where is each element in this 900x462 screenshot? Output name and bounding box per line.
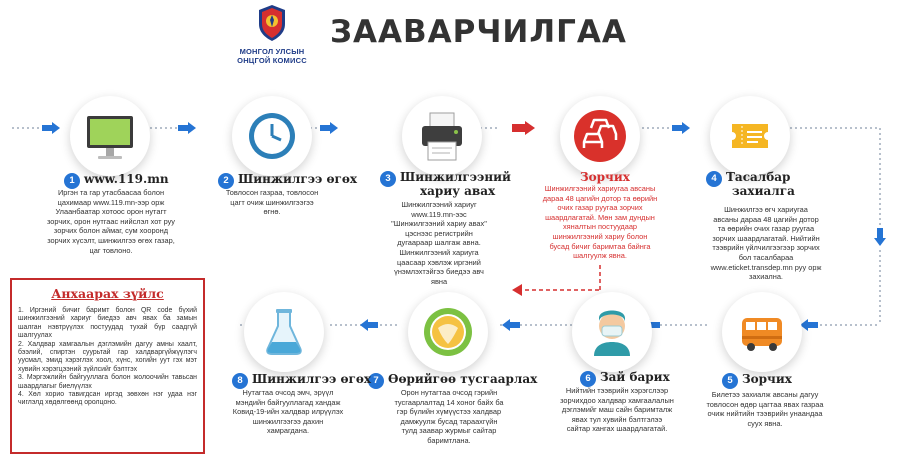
step-6-head: 6 Зай барих <box>580 370 670 387</box>
travel-head: Зорчих <box>580 170 630 184</box>
emblem-icon <box>259 5 285 41</box>
printer-icon <box>422 112 462 161</box>
attention-box: Анхаарах зүйлс 1. Иргэний бичиг баримт б… <box>10 278 205 454</box>
step-2-head: 2 Шинжилгээ өгөх <box>218 172 357 189</box>
arrow-left-icon <box>360 319 378 331</box>
clock-icon <box>249 113 295 159</box>
ticket-icon <box>732 124 768 148</box>
step-1-number: 1 <box>64 173 80 189</box>
step-3-number: 3 <box>380 171 396 187</box>
step-3-title: Шинжилгээний <box>400 170 511 184</box>
step-4-title: Тасалбар <box>726 170 791 184</box>
arrow-right-icon <box>178 122 196 134</box>
step-7-circle <box>408 292 488 372</box>
attention-title: Анхаарах зүйлс <box>51 286 164 301</box>
step-7-title: Өөрийгөө тусгаарлах <box>388 372 538 386</box>
step-4-head: 4 Тасалбар захиалга <box>706 170 795 198</box>
attention-item-2: 2. Халдвар хамгаалын дэглэмийн дагуу амн… <box>18 340 197 373</box>
logo-line-2: ОНЦГОЙ КОМИСС <box>237 56 307 65</box>
globe-icon <box>424 308 472 356</box>
travel-circle <box>560 96 640 176</box>
logo-line-1: МОНГОЛ УЛСЫН <box>239 47 305 56</box>
step-3-head: 3 Шинжилгээний хариу авах <box>380 170 511 198</box>
step-8-title: Шинжилгээ өгөх <box>252 372 372 386</box>
arrow-left-icon <box>502 319 520 331</box>
step-4-circle <box>710 96 790 176</box>
arrow-right-icon <box>672 122 690 134</box>
logo: МОНГОЛ УЛСЫН ОНЦГОЙ КОМИСС <box>224 4 320 65</box>
step-8-circle <box>244 292 324 372</box>
step-5-number: 5 <box>722 373 738 389</box>
monitor-icon <box>87 116 133 159</box>
attention-item-4: 4. Хөл хорио тавигдсан иргэд зөвхөн нэг … <box>18 391 197 407</box>
flask-icon <box>266 309 302 355</box>
step-5-title: Зорчих <box>742 372 792 386</box>
step-4-title-2: захиалга <box>732 184 795 198</box>
travel-title: Зорчих <box>580 170 630 184</box>
mask-icon <box>594 310 630 356</box>
attention-item-1: 1. Иргэний бичиг баримт болон QR code бү… <box>18 307 197 340</box>
step-8-number: 8 <box>232 373 248 389</box>
arrow-left-icon <box>800 319 818 331</box>
step-7-head: 7 Өөрийгөө тусгаарлах <box>368 372 537 389</box>
step-5-head: 5 Зорчих <box>722 372 792 389</box>
arrow-left-red-icon <box>512 284 522 296</box>
arrow-right-icon <box>320 122 338 134</box>
arrow-right-icon <box>42 122 60 134</box>
step-6-title: Зай барих <box>600 370 670 384</box>
page-title: ЗААВАРЧИЛГАА <box>330 14 627 50</box>
step-2-circle <box>232 96 312 176</box>
step-3-title-2: хариу авах <box>420 184 496 198</box>
step-6-circle <box>572 292 652 372</box>
step-1-title: www.119.mn <box>84 172 169 186</box>
bus-icon <box>742 318 782 351</box>
step-2-number: 2 <box>218 173 234 189</box>
step-2-title: Шинжилгээ өгөх <box>238 172 358 186</box>
step-3-circle <box>402 96 482 176</box>
step-7-number: 7 <box>368 373 384 389</box>
step-8-head: 8 Шинжилгээ өгөх <box>232 372 371 389</box>
step-6-number: 6 <box>580 371 596 387</box>
traffic-icon <box>574 110 626 162</box>
arrow-right-red-icon <box>512 121 535 135</box>
step-5-circle <box>722 292 802 372</box>
step-4-number: 4 <box>706 171 722 187</box>
step-1-head: 1 www.119.mn <box>64 172 169 189</box>
arrow-down-icon <box>874 228 886 246</box>
step-1-circle <box>70 96 150 176</box>
attention-item-3: 3. Мэргэжлийн байгууллага болон жолоочий… <box>18 374 197 390</box>
